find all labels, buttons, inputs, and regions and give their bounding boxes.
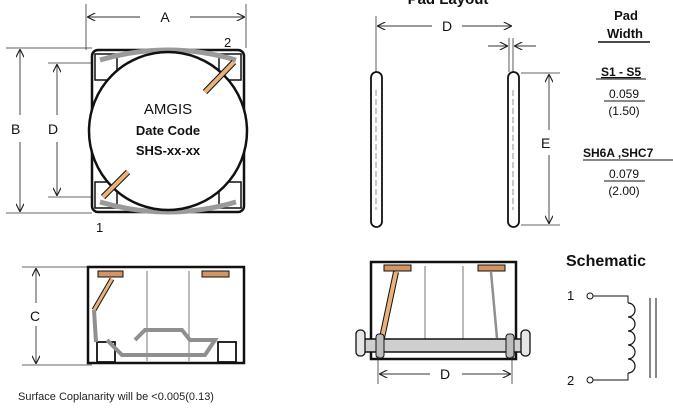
mounted-top-pad-left	[383, 264, 412, 272]
dim-label-b: B	[11, 121, 20, 137]
solder-right-outer	[520, 329, 531, 357]
solder-right-inner	[505, 333, 515, 359]
wire-band-top	[99, 47, 237, 63]
side-bottom-terminal-left	[96, 341, 116, 363]
pad-right	[507, 71, 520, 228]
inductor-coil	[627, 302, 636, 374]
schematic-lead-2	[593, 373, 629, 381]
solder-left-outer	[355, 329, 366, 357]
mounted-top-pad-right	[477, 264, 506, 272]
date-code-marking: Date Code	[136, 123, 200, 138]
schematic-pin-1: 1	[567, 288, 574, 303]
pad-row-2-mm: (2.00)	[608, 184, 639, 198]
side-grey-lead	[92, 309, 98, 343]
mounted-base	[361, 338, 525, 353]
mount-dim-label-d: D	[440, 366, 450, 382]
side-top-pad-right	[201, 270, 230, 278]
mounted-view: D	[355, 260, 531, 384]
copper-lead-top-right-fill	[203, 60, 236, 94]
side-copper-lead-fill	[92, 278, 114, 311]
dim-label-a: A	[160, 9, 170, 25]
brand-marking: AMGIS	[144, 101, 192, 118]
pad-layout: Pad Layout D Pad Width E S1 - S5 0.059 (…	[370, 0, 673, 228]
pad-row-1-inch: 0.059	[609, 87, 639, 101]
mounted-copper-lead-fill	[380, 271, 398, 339]
schematic-title: Schematic	[566, 253, 646, 270]
dim-label-c: C	[30, 308, 40, 324]
mounted-grey-lead	[489, 271, 499, 339]
pad-row-1-mm: (1.50)	[608, 104, 639, 118]
coplanarity-footnote: Surface Coplanarity will be <0.005(0.13)	[18, 391, 214, 403]
pad-width-header-2: Width	[607, 26, 643, 41]
pad-left	[370, 71, 383, 228]
pad-dim-label-d: D	[442, 18, 452, 34]
wire-band-bottom	[99, 199, 237, 215]
copper-lead-bottom-left-fill	[101, 170, 130, 199]
pad-row-2-label: SH6A ,SHC7	[583, 146, 654, 160]
pad-row-1-label: S1 - S5	[601, 65, 641, 79]
side-view: C	[22, 265, 246, 366]
schematic-pin-2: 2	[567, 373, 574, 388]
pad-dim-label-e: E	[541, 135, 550, 151]
schematic: Schematic 1 2	[566, 253, 657, 388]
pad-width-header-1: Pad	[614, 8, 638, 23]
pin-label-2: 2	[224, 35, 231, 50]
dim-label-d: D	[48, 121, 58, 137]
pad-row-2-inch: 0.079	[609, 167, 639, 181]
schematic-terminal-2	[586, 376, 594, 384]
solder-left-inner	[375, 333, 385, 359]
pad-layout-title: Pad Layout	[408, 0, 489, 8]
part-number-marking: SHS-xx-xx	[136, 143, 201, 158]
schematic-terminal-1	[586, 292, 594, 300]
side-top-pad-left	[97, 270, 124, 278]
side-bottom-terminal-right	[217, 341, 237, 363]
pin-label-1: 1	[96, 220, 103, 235]
side-wire-path	[105, 328, 219, 357]
schematic-lead-1	[593, 295, 629, 303]
top-view: A B D AMGIS Date Code SHS-xx-xx	[6, 4, 249, 235]
